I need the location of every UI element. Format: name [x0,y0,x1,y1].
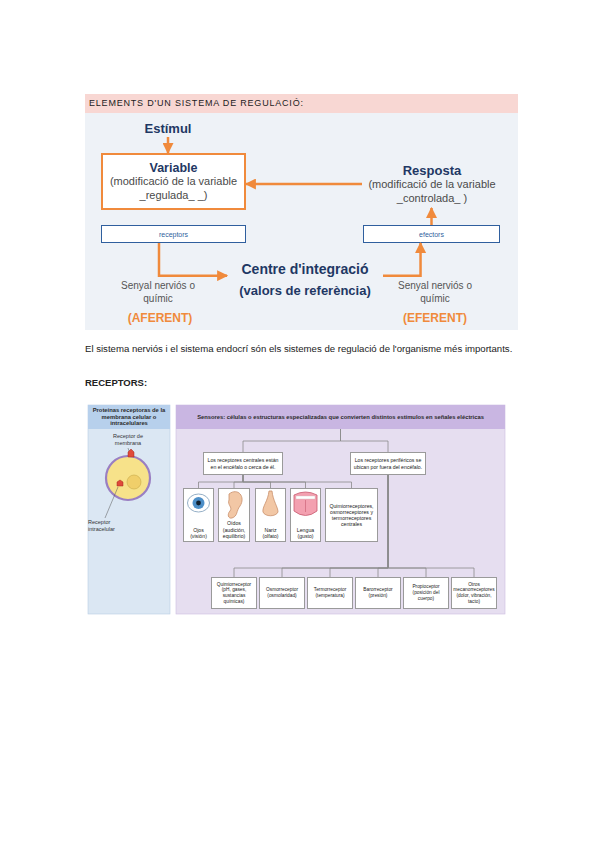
response-block: Resposta(modificació de la variable _con… [362,160,502,208]
box-body: (modificació de la variable _controlada_… [362,178,502,206]
box-heading: Variable [150,161,198,175]
header-text: Sensores: células o estructuras especial… [197,414,484,421]
box-label: Nariz (olfato) [257,527,284,539]
stimulus-label: Estímul [128,119,208,137]
membrane-receptor [128,449,134,457]
signal-arrow [430,208,433,225]
tree-line [234,475,388,577]
box-label: Los receptores centrales están en el enc… [206,457,280,469]
leader-line [128,448,131,457]
pathway-label: (EFERENT) [385,311,485,325]
effector-box: efectors [363,225,500,243]
cell-drawing [106,456,150,500]
receptor-type-box: Otros mecanorreceptores (dolor, vibració… [451,577,497,609]
header-text: Proteínas receptoras de la membrana celu… [92,407,166,428]
tree-line [234,475,243,488]
box-body: (valors de referència) [239,283,371,298]
receptor-type-box: Osmorreceptor (osmolaridad) [259,577,305,609]
tree-line [243,429,341,452]
intracellular-receptor [117,480,123,486]
membrane-panel [88,405,170,614]
box-label: Quimiorreceptores, osmorreceptores y ter… [328,503,375,528]
section-heading: RECEPTORS: [85,377,285,388]
signal-note: Senyal nerviós o químic [113,280,203,305]
sense-box: Quimiorreceptores, osmorreceptores y ter… [325,488,378,542]
diagram-background [85,113,518,330]
box-label: receptors [159,231,188,238]
category-box: Los receptores centrales están en el enc… [203,452,283,475]
variable-box: Variable(modificació de la variable _reg… [101,153,246,210]
box-label: efectors [419,231,444,238]
integration-centre: Centre d'integració (valors de referència… [227,258,383,300]
leader-line [105,487,118,518]
receptor-type-box: Termorreceptor (temperatura) [307,577,353,609]
box-label: Termorreceptor (temperatura) [310,587,350,599]
tree-line [199,475,244,488]
box-heading: Centre d'integració [241,261,368,277]
part-label: Receptor intracelular [88,519,128,532]
panel-header: Proteínas receptoras de la membrana celu… [88,405,170,429]
signal-arrow [383,243,421,276]
sense-box: Ojos (visión) [183,488,214,542]
tree-line [378,475,388,577]
receptor-type-box: Barorreceptor (presión) [355,577,401,609]
pathway-label: (AFERENT) [110,311,210,325]
tree-line [282,475,388,577]
receptor-type-box: Propioceptor (posición del cuerpo) [403,577,449,609]
sense-box: Lengua (gusto) [290,488,321,542]
box-label: Ojos (visión) [185,527,212,539]
box-body: (modificació de la variable _regulada_ _… [103,175,244,203]
box-label: Osmorreceptor (osmolaridad) [262,587,302,599]
part-label: Receptor de membrana [103,433,153,446]
signal-arrow [159,243,227,276]
tree-line [243,475,352,488]
stimulus-text: Estímul [145,121,192,136]
sense-box: Nariz (olfato) [255,488,286,542]
sense-box: Oídos (audición, equilibrio) [218,488,250,542]
tree-line [243,475,271,488]
signal-arrow [167,137,170,153]
box-label: Otros mecanorreceptores (dolor, vibració… [453,582,494,605]
tree-line [341,429,389,452]
tree-line [388,475,426,577]
tree-line [388,475,474,577]
signal-note: Senyal nerviós o químic [390,280,480,305]
receptor-box: receptors [101,225,246,243]
box-label: Los receptores periféricos se ubican por… [353,457,423,469]
category-box: Los receptores periféricos se ubican por… [350,452,426,475]
sensor-panel [176,405,505,614]
cell-nucleus [127,475,141,489]
box-label: Quimiorreceptor (pH, gases, sustancias q… [214,582,254,605]
section-heading: ELEMENTS D'UN SISTEMA DE REGULACIÓ: [89,98,304,108]
receptor-type-box: Quimiorreceptor (pH, gases, sustancias q… [211,577,257,609]
tree-line [243,475,306,488]
panel-header: Sensores: células o estructuras especial… [176,405,505,429]
signal-arrow [246,183,362,186]
box-label: Oídos (audición, equilibrio) [220,520,248,539]
box-label: Barorreceptor (presión) [358,587,398,599]
body-paragraph: El sistema nerviós i el sistema endocrí … [85,342,518,356]
heading-band [85,94,518,113]
box-label: Lengua (gusto) [292,527,319,539]
box-heading: Resposta [403,163,462,178]
box-label: Propioceptor (posición del cuerpo) [406,584,446,601]
